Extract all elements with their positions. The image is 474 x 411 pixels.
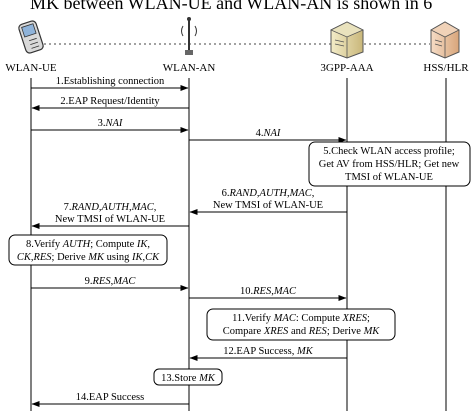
- message-label-6-line-0-part-3: AUTH: [259, 188, 289, 199]
- step-text-8-line-1-part-7: ,: [143, 252, 146, 263]
- message-label-6-line-0-part-1: RAND: [228, 188, 257, 199]
- step-box-5: [308, 141, 471, 187]
- message-label-4-line-0-part-1: NAI: [262, 128, 280, 139]
- step-box-11: [206, 308, 396, 341]
- step-text-11: 11.Verify MAC: Compute XRES; Compare XRES…: [223, 313, 381, 337]
- message-label-7-line-0-part-6: ,: [154, 202, 157, 213]
- step-text-13-line-0-part-1: MK: [198, 373, 216, 384]
- message-label-4-line-0-part-0: 4.: [256, 128, 264, 139]
- message-label-7-line-0-part-4: ,: [129, 202, 132, 213]
- antenna-icon: [181, 17, 197, 55]
- entity-label-hss-hlr: HSS/HLR: [423, 62, 469, 74]
- step-text-8-line-0-part-2: ; Compute: [90, 239, 137, 250]
- message-label-6-line-0-part-5: MAC: [289, 188, 313, 199]
- message-label-3-line-0-part-1: NAI: [104, 118, 122, 129]
- message-label-7-line-0-part-5: MAC: [131, 202, 155, 213]
- message-label-6-line-0-part-6: ,: [312, 188, 315, 199]
- message-label-10: 10.RES,MAC: [240, 286, 297, 297]
- entity-label-3gpp-aaa: 3GPP-AAA: [320, 62, 373, 74]
- step-text-11-line-1-part-0: Compare: [223, 326, 264, 337]
- step-text-8-line-1-part-6: IK: [131, 252, 143, 263]
- step-text-11-line-0-part-0: 11.Verify: [232, 313, 274, 324]
- message-label-4: 4.NAI: [256, 128, 281, 139]
- step-text-11-line-1-part-2: and: [288, 326, 308, 337]
- step-text-11-line-1-part-3: RES: [308, 326, 328, 337]
- entity-label-wlan-an: WLAN-AN: [163, 62, 216, 74]
- step-text-11-line-1-part-5: MK: [363, 326, 381, 337]
- message-label-12-line-0-part-0: 12.EAP Success,: [223, 346, 297, 357]
- message-label-9-line-0-part-2: ,: [111, 276, 114, 287]
- message-label-2-line-0-part-0: 2.EAP Request/Identity: [60, 96, 160, 107]
- message-label-7-line-0-part-1: RAND: [70, 202, 99, 213]
- step-text-8-line-1-part-5: using: [104, 252, 132, 263]
- step-text-8-line-0-part-3: IK: [136, 239, 148, 250]
- message-label-6-line-1-part-0: New TMSI of WLAN-UE: [213, 200, 323, 211]
- step-box-13: [153, 368, 223, 386]
- step-text-8-line-1-part-2: RES: [32, 252, 52, 263]
- message-label-6-line-0-part-2: ,: [257, 188, 260, 199]
- step-text-11-line-1-part-1: XRES: [263, 326, 289, 337]
- message-label-3: 3.NAI: [98, 118, 123, 129]
- message-label-14-line-0-part-0: 14.EAP Success: [76, 392, 144, 403]
- message-label-6-line-0-part-4: ,: [287, 188, 290, 199]
- message-label-7: 7.RAND,AUTH,MAC,New TMSI of WLAN-UE: [55, 202, 165, 225]
- message-label-10-line-0-part-3: MAC: [273, 286, 297, 297]
- message-label-7-line-1-part-0: New TMSI of WLAN-UE: [55, 214, 165, 225]
- server-icon: [330, 21, 364, 59]
- message-label-10-line-0-part-1: RES: [252, 286, 272, 297]
- step-text-8-line-1-part-0: CK: [17, 252, 32, 263]
- message-label-10-line-0-part-0: 10.: [240, 286, 253, 297]
- step-text-8-line-0-part-4: ,: [147, 239, 150, 250]
- message-label-7-line-0-part-0: 7.: [64, 202, 72, 213]
- message-label-6: 6.RAND,AUTH,MAC,New TMSI of WLAN-UE: [213, 188, 323, 211]
- step-text-11-line-0-part-3: XRES: [342, 313, 368, 324]
- mobile-phone-icon: [18, 20, 44, 54]
- message-label-3-line-0-part-0: 3.: [98, 118, 106, 129]
- step-box-8: [8, 234, 168, 266]
- message-label-12-line-0-part-1: MK: [296, 346, 314, 357]
- entity-label-wlan-ue: WLAN-UE: [5, 62, 57, 74]
- step-text-8-line-0-part-0: 8.Verify: [26, 239, 63, 250]
- message-label-2: 2.EAP Request/Identity: [60, 96, 160, 107]
- page-heading: MK between WLAN-UE and WLAN-AN is shown …: [30, 0, 432, 13]
- step-text-8-line-1-part-4: MK: [87, 252, 105, 263]
- message-label-7-line-0-part-2: ,: [99, 202, 102, 213]
- step-text-5-line-1-part-0: Get AV from HSS/HLR; Get new: [319, 159, 460, 170]
- step-text-5: 5.Check WLAN access profile; Get AV from …: [319, 146, 460, 183]
- message-label-12: 12.EAP Success, MK: [223, 346, 313, 357]
- message-label-7-line-0-part-3: AUTH: [101, 202, 131, 213]
- message-label-9-line-0-part-0: 9.: [85, 276, 93, 287]
- message-label-14: 14.EAP Success: [76, 392, 144, 403]
- step-text-11-line-0-part-2: : Compute: [296, 313, 343, 324]
- message-label-10-line-0-part-2: ,: [271, 286, 274, 297]
- step-text-11-line-0-part-1: MAC: [273, 313, 297, 324]
- step-text-5-line-0-part-0: 5.Check WLAN access profile;: [323, 146, 455, 157]
- server-icon: [430, 21, 460, 59]
- step-text-11-line-0-part-4: ;: [367, 313, 370, 324]
- message-label-9-line-0-part-3: MAC: [112, 276, 136, 287]
- step-text-8-line-0-part-1: AUTH: [62, 239, 92, 250]
- step-text-8-line-1-part-8: CK: [145, 252, 160, 263]
- step-text-11-line-1-part-4: ; Derive: [327, 326, 364, 337]
- message-label-1-line-0-part-0: 1.Establishing connection: [56, 76, 165, 87]
- step-text-8-line-1-part-3: ; Derive: [52, 252, 89, 263]
- step-text-8: 8.Verify AUTH; Compute IK,CK,RES; Derive…: [17, 239, 160, 263]
- message-label-9-line-0-part-1: RES: [92, 276, 112, 287]
- message-label-1: 1.Establishing connection: [56, 76, 165, 87]
- step-text-13: 13.Store MK: [161, 373, 216, 384]
- step-text-5-line-2-part-0: TMSI of WLAN-UE: [345, 172, 433, 183]
- message-label-9: 9.RES,MAC: [85, 276, 137, 287]
- step-text-8-line-1-part-1: ,: [31, 252, 34, 263]
- step-text-13-line-0-part-0: 13.Store: [161, 373, 199, 384]
- message-label-6-line-0-part-0: 6.: [222, 188, 230, 199]
